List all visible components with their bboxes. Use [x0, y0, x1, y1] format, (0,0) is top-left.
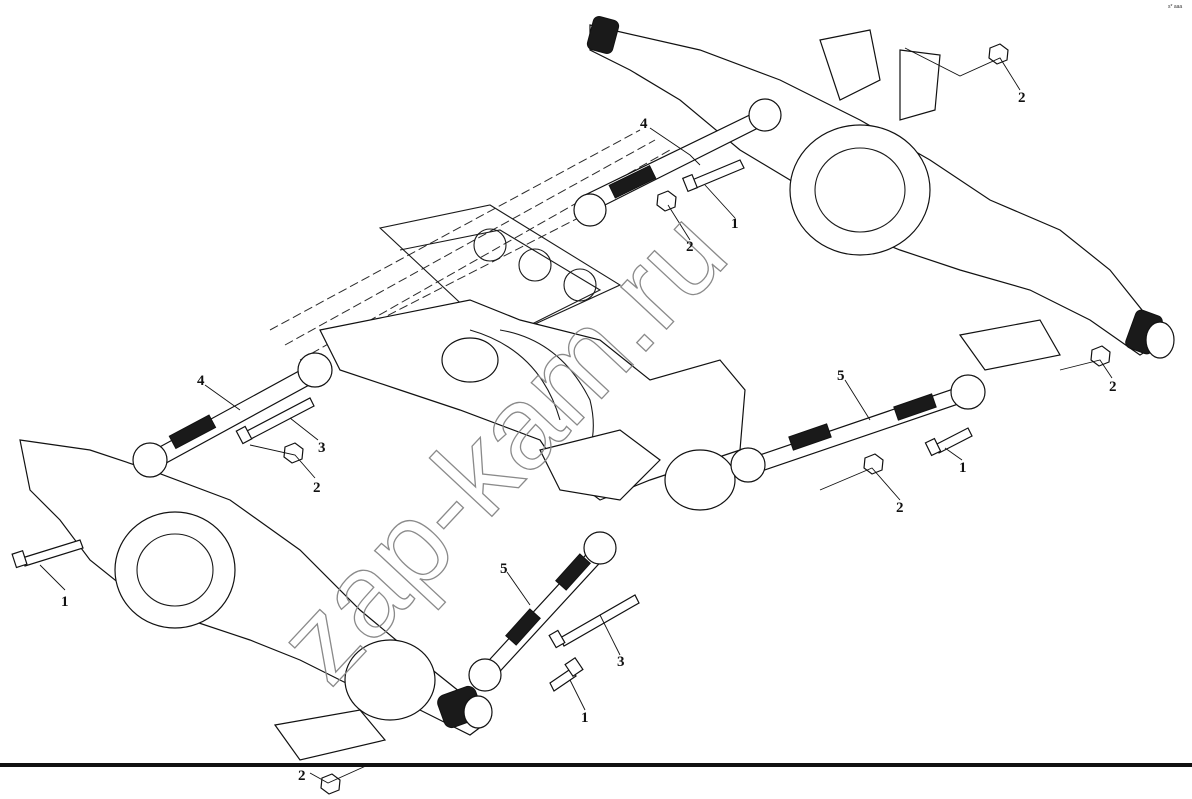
callout-rod-upper-left: 4: [197, 373, 205, 389]
reaction-rod-lower-left: [468, 531, 617, 692]
callout-bolt-far-left: 1: [61, 594, 69, 610]
callout-rod-upper-right: 4: [640, 116, 648, 132]
callout-nut-right: 2: [1109, 379, 1117, 395]
callout-rod-lower-right: 5: [837, 368, 845, 384]
reaction-rod-lower-right: [730, 374, 986, 483]
reaction-rod-upper-left: [132, 352, 333, 478]
callout-nut-upper-mid: 2: [686, 239, 694, 255]
fasteners: [11, 43, 1111, 795]
leader-lines: [39, 47, 1113, 784]
callout-bolt-upper: 1: [731, 216, 739, 232]
callout-bolt-right: 1: [959, 460, 967, 476]
callout-rod-lower-left: 5: [500, 561, 508, 577]
callout-nut-top-right: 2: [1018, 90, 1026, 106]
callout-nut-left: 2: [313, 480, 321, 496]
callout-labels: 2 4 1 2 4 3 2 1 5 2 1 2 5 3 1 2: [61, 90, 1117, 784]
reaction-rod-upper-right: [573, 98, 782, 227]
front-axle-housing: [19, 319, 1061, 761]
rear-axle-housing: [586, 16, 1175, 359]
callout-nut-lower-mid: 2: [896, 500, 904, 516]
center-bracket: [319, 299, 746, 511]
callout-long-bolt-left: 3: [318, 440, 326, 456]
callout-bolt-lower: 1: [581, 710, 589, 726]
callout-long-bolt-lower: 3: [617, 654, 625, 670]
callout-nut-bottom: 2: [298, 768, 306, 784]
bottom-rule: [0, 763, 1192, 767]
corner-mark: s* aaa: [1168, 4, 1182, 10]
